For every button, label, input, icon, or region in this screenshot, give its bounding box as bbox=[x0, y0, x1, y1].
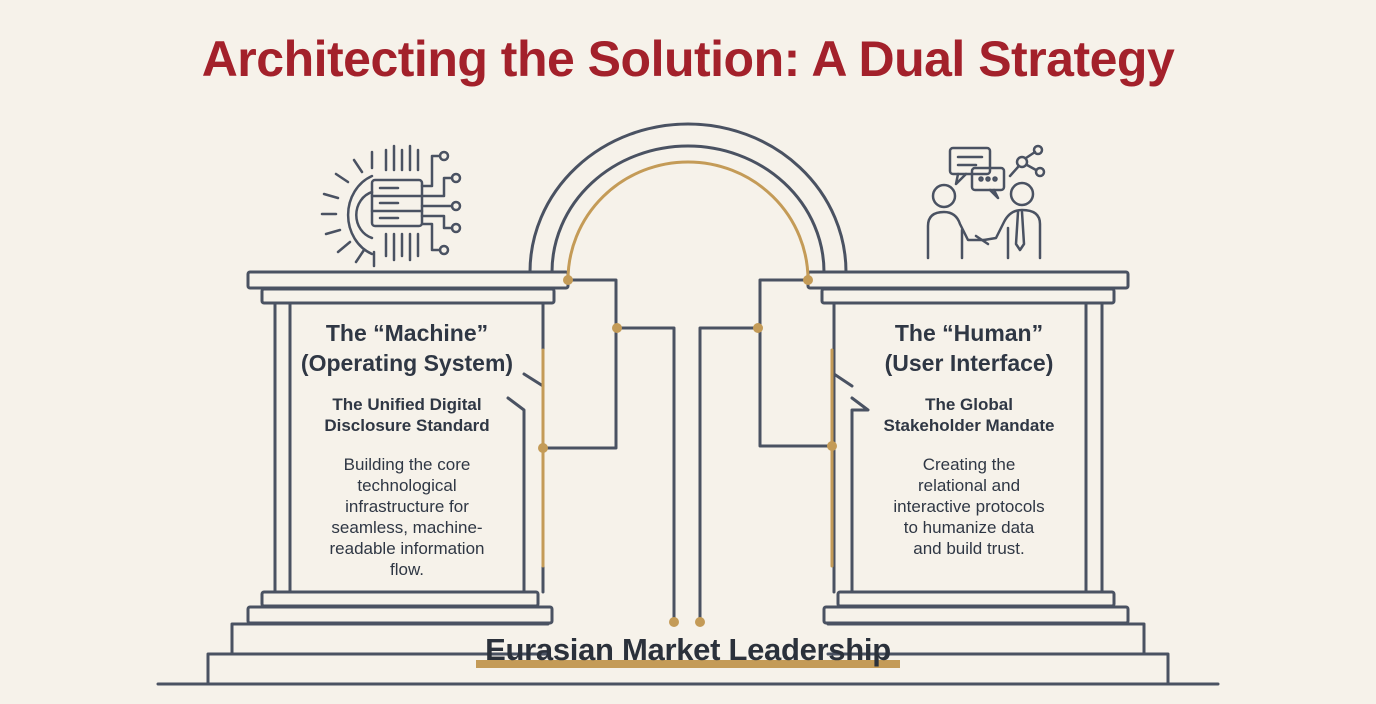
node-dot bbox=[753, 323, 763, 333]
left-description: Building the core technological infrastr… bbox=[290, 454, 524, 580]
node-dot bbox=[538, 443, 548, 453]
node-dot bbox=[827, 441, 837, 451]
gold-arch bbox=[566, 160, 810, 282]
left-heading: The “Machine” (Operating System) bbox=[290, 318, 524, 378]
left-subheading-line2: Disclosure Standard bbox=[324, 416, 490, 435]
left-description-line: technological bbox=[357, 476, 457, 495]
right-pillar bbox=[806, 270, 1170, 686]
gear-server-circuit-icon bbox=[320, 144, 462, 268]
node-dot bbox=[669, 617, 679, 627]
right-description-line: Creating the bbox=[922, 455, 1016, 474]
right-description-line: relational and bbox=[917, 476, 1021, 495]
left-description-line: infrastructure for bbox=[345, 497, 469, 516]
left-description-line: flow. bbox=[389, 560, 425, 579]
right-description-line: to humanize data bbox=[903, 518, 1035, 537]
node-dot bbox=[612, 323, 622, 333]
arch-inner bbox=[550, 144, 826, 274]
page-title: Architecting the Solution: A Dual Strate… bbox=[201, 31, 1175, 87]
left-pillar-content: The “Machine” (Operating System) The Uni… bbox=[290, 318, 524, 580]
connector-wires bbox=[546, 278, 830, 624]
right-subheading-line2: Stakeholder Mandate bbox=[883, 416, 1055, 435]
left-heading-line1: The “Machine” bbox=[325, 320, 489, 346]
right-subheading-line1: The Global bbox=[925, 395, 1013, 414]
right-pillar-content: The “Human” (User Interface) The Global … bbox=[852, 318, 1086, 559]
node-dot bbox=[695, 617, 705, 627]
handshake-chat-network-icon bbox=[926, 144, 1046, 260]
right-heading-line2: (User Interface) bbox=[884, 350, 1054, 376]
left-heading-line2: (Operating System) bbox=[300, 350, 514, 376]
node-dot bbox=[803, 275, 813, 285]
left-pillar bbox=[206, 270, 570, 686]
foundation-label: Eurasian Market Leadership bbox=[485, 632, 891, 667]
right-heading-line1: The “Human” bbox=[894, 320, 1044, 346]
right-description: Creating the relational and interactive … bbox=[852, 454, 1086, 559]
left-subheading: The Unified Digital Disclosure Standard bbox=[290, 394, 524, 436]
right-subheading: The Global Stakeholder Mandate bbox=[852, 394, 1086, 436]
left-subheading-line1: The Unified Digital bbox=[332, 395, 482, 414]
arch-outer bbox=[528, 122, 848, 274]
left-description-line: Building the core bbox=[343, 455, 471, 474]
node-dot bbox=[563, 275, 573, 285]
left-description-line: seamless, machine- bbox=[331, 518, 483, 537]
left-description-line: readable information bbox=[329, 539, 485, 558]
right-description-line: and build trust. bbox=[913, 539, 1025, 558]
right-description-line: interactive protocols bbox=[893, 497, 1045, 516]
right-heading: The “Human” (User Interface) bbox=[852, 318, 1086, 378]
